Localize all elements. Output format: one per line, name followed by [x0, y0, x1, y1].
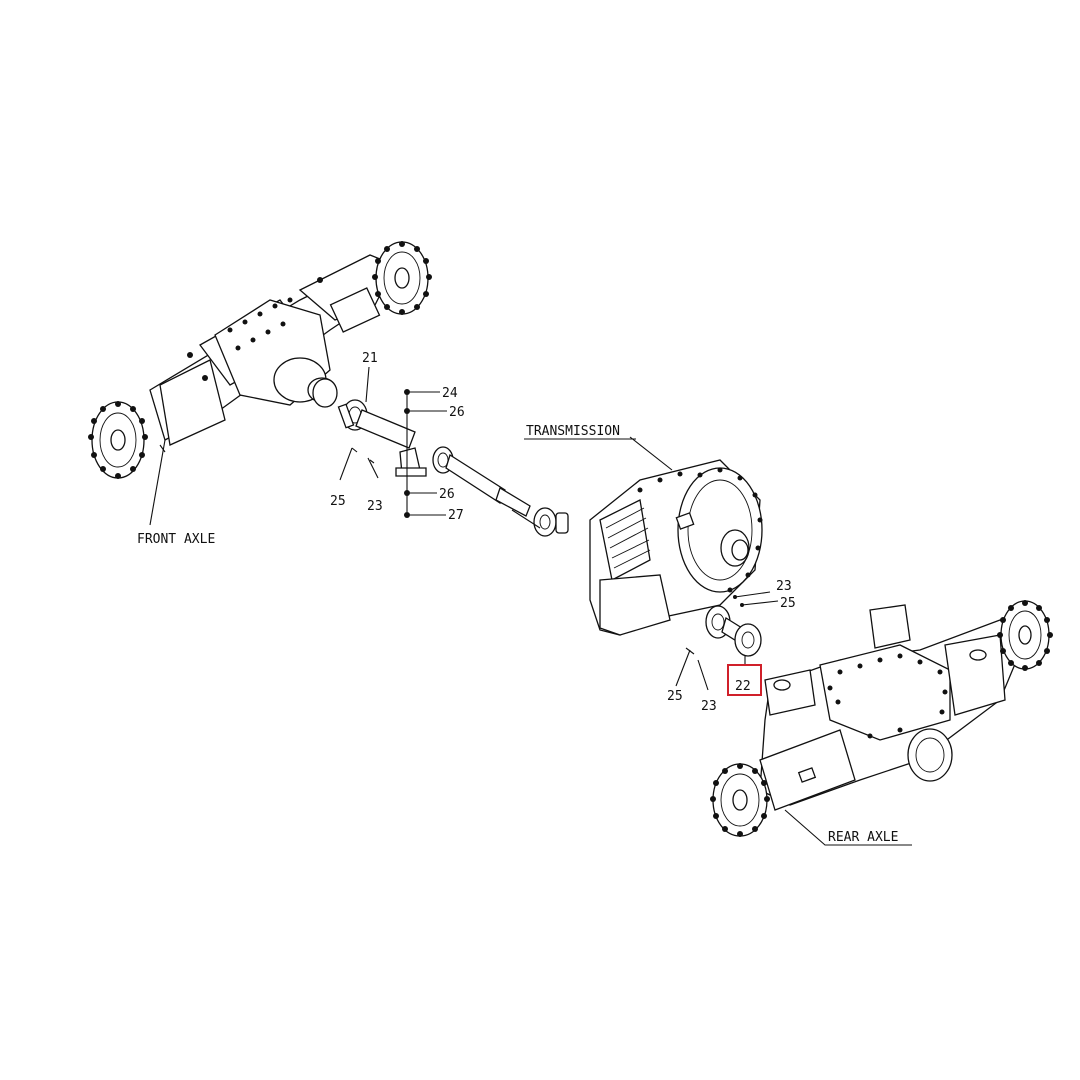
front-shaft-rear-yoke	[533, 507, 569, 537]
callout-26-lower: 26	[439, 487, 455, 502]
callout-25-rear-top: 25	[780, 596, 796, 611]
callout-23-rear: 23	[701, 699, 717, 714]
transmission-label: TRANSMISSION	[526, 424, 620, 439]
callout-23-rear-top: 23	[776, 579, 792, 594]
callout-23-front: 23	[367, 499, 383, 514]
front-drive-shaft	[337, 399, 569, 537]
highlight-box-22	[727, 664, 762, 696]
callout-21: 21	[362, 351, 378, 366]
rear-axle-drawing	[710, 600, 1053, 846]
transmission-drawing	[589, 436, 763, 636]
rear-drive-shaft	[675, 591, 779, 691]
callout-25-rear: 25	[667, 689, 683, 704]
callout-27: 27	[448, 508, 464, 523]
front-left-hub	[88, 401, 148, 479]
front-axle-label: FRONT AXLE	[137, 532, 215, 547]
front-right-hub	[372, 241, 432, 315]
callout-24: 24	[442, 386, 458, 401]
front-hardware-stack	[339, 389, 447, 518]
callout-25-front: 25	[330, 494, 346, 509]
callout-26-upper: 26	[449, 405, 465, 420]
front-axle-drawing	[88, 241, 432, 526]
callout-22: 22	[735, 679, 751, 694]
rear-left-hub	[710, 763, 770, 837]
rear-right-hub	[997, 600, 1053, 671]
rear-axle-label: REAR AXLE	[828, 830, 898, 845]
